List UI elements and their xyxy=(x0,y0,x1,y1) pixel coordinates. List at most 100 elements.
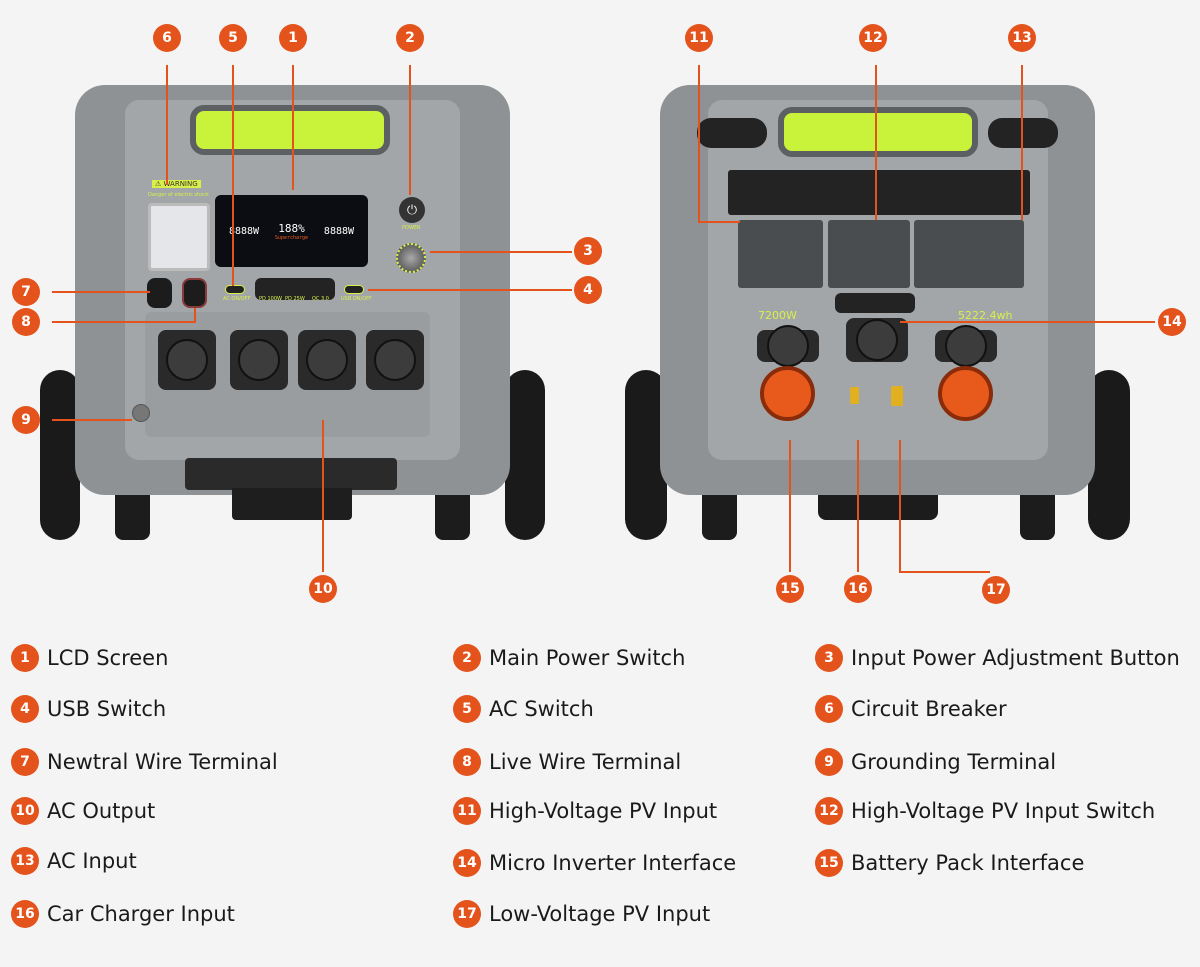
ac-switch[interactable] xyxy=(225,285,245,294)
lcd-output: 8888W xyxy=(323,225,355,237)
front-bottom-block xyxy=(232,488,352,520)
legend-badge: 1 xyxy=(11,644,39,672)
mount-bracket xyxy=(697,118,767,148)
neutral-terminal[interactable] xyxy=(147,278,172,308)
legend-label: Circuit Breaker xyxy=(851,697,1007,721)
main-power-button[interactable]: ⏻ xyxy=(399,197,425,223)
hv-pv-switch[interactable] xyxy=(828,220,910,288)
callout-line-11 xyxy=(698,65,740,223)
legend-badge: 12 xyxy=(815,797,843,825)
legend-item: 17 Low-Voltage PV Input xyxy=(453,900,710,928)
callout-10: 10 xyxy=(309,575,337,603)
callout-3: 3 xyxy=(574,237,602,265)
hv-pv-input[interactable] xyxy=(738,220,823,288)
ac-input[interactable] xyxy=(914,220,1024,288)
legend-item: 11 High-Voltage PV Input xyxy=(453,797,717,825)
circuit-breaker[interactable] xyxy=(148,203,210,271)
top-handle[interactable] xyxy=(190,105,390,155)
legend-label: AC Switch xyxy=(489,697,594,721)
legend-label: Micro Inverter Interface xyxy=(489,851,737,875)
legend-label: Main Power Switch xyxy=(489,646,686,670)
ac-outlet[interactable] xyxy=(298,330,356,390)
callout-line-8 xyxy=(52,308,196,323)
legend-label: USB Switch xyxy=(47,697,167,721)
danger-text: Danger of electric shock xyxy=(148,192,209,198)
input-power-knob[interactable] xyxy=(396,243,426,273)
callout-12: 12 xyxy=(859,24,887,52)
legend-item: 4 USB Switch xyxy=(11,695,166,723)
callout-15: 15 xyxy=(776,575,804,603)
ac-outlet[interactable] xyxy=(366,330,424,390)
callout-line-17 xyxy=(899,440,990,573)
legend-item: 15 Battery Pack Interface xyxy=(815,849,1084,877)
callout-9: 9 xyxy=(12,406,40,434)
legend-badge: 4 xyxy=(11,695,39,723)
legend-item: 10 AC Output xyxy=(11,797,155,825)
legend-label: Battery Pack Interface xyxy=(851,851,1085,875)
callout-7: 7 xyxy=(12,278,40,306)
back-outlet[interactable] xyxy=(846,318,908,362)
front-left-wheel xyxy=(40,370,80,540)
usb-port-qc: QC 3.0 xyxy=(312,296,329,302)
warning-label: ⚠ WARNING xyxy=(152,180,201,188)
legend-label: Low-Voltage PV Input xyxy=(489,902,711,926)
legend-label: AC Output xyxy=(47,799,156,823)
micro-inverter-interface[interactable] xyxy=(835,293,915,313)
low-voltage-pv-input[interactable] xyxy=(891,386,903,406)
lcd-battery: 188% xyxy=(278,221,305,235)
callout-11: 11 xyxy=(685,24,713,52)
callout-2: 2 xyxy=(396,24,424,52)
back-foot-center xyxy=(818,490,938,520)
legend-badge: 2 xyxy=(453,644,481,672)
battery-pack-port[interactable] xyxy=(760,366,815,421)
callout-1: 1 xyxy=(279,24,307,52)
top-handle[interactable] xyxy=(778,107,978,157)
car-charger-input[interactable] xyxy=(850,387,859,404)
ac-outlet[interactable] xyxy=(158,330,216,390)
legend-badge: 6 xyxy=(815,695,843,723)
legend-label: LCD Screen xyxy=(47,646,169,670)
usb-switch[interactable] xyxy=(344,285,364,294)
legend-badge: 11 xyxy=(453,797,481,825)
legend-label: Car Charger Input xyxy=(47,902,235,926)
back-foot xyxy=(702,490,737,540)
back-outlet[interactable] xyxy=(757,330,819,362)
legend-badge: 13 xyxy=(11,847,39,875)
back-right-wheel xyxy=(1088,370,1130,540)
ac-switch-label: AC ON/OFF xyxy=(223,296,251,302)
callout-13: 13 xyxy=(1008,24,1036,52)
usb-switch-label: USB ON/OFF xyxy=(341,296,372,302)
callout-6: 6 xyxy=(153,24,181,52)
live-terminal[interactable] xyxy=(182,278,207,308)
legend-label: High-Voltage PV Input Switch xyxy=(851,799,1156,823)
legend-item: 1 LCD Screen xyxy=(11,644,168,672)
battery-pack-port[interactable] xyxy=(938,366,993,421)
front-foot xyxy=(435,490,470,540)
callout-14: 14 xyxy=(1158,308,1186,336)
power-label: POWER xyxy=(402,225,421,231)
legend-item: 12 High-Voltage PV Input Switch xyxy=(815,797,1155,825)
legend-label: High-Voltage PV Input xyxy=(489,799,718,823)
rear-cover xyxy=(728,170,1030,215)
legend-label: AC Input xyxy=(47,849,137,873)
legend-badge: 3 xyxy=(815,644,843,672)
callout-8: 8 xyxy=(12,308,40,336)
legend-badge: 7 xyxy=(11,748,39,776)
legend-badge: 10 xyxy=(11,797,39,825)
legend-badge: 17 xyxy=(453,900,481,928)
front-bottom-handle[interactable] xyxy=(185,458,397,490)
capacity: 5222.4wh xyxy=(958,309,1013,322)
ac-outlet[interactable] xyxy=(230,330,288,390)
legend-label: Grounding Terminal xyxy=(851,750,1057,774)
grounding-terminal[interactable] xyxy=(132,404,150,422)
usb-port-panel xyxy=(255,278,335,300)
callout-16: 16 xyxy=(844,575,872,603)
back-outlet[interactable] xyxy=(935,330,997,362)
legend-badge: 15 xyxy=(815,849,843,877)
